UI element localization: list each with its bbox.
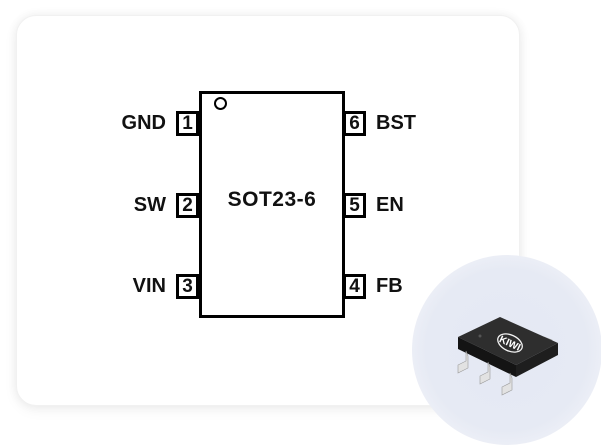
pin-6-number: 6 <box>343 111 366 136</box>
sot23-6-package-image: KIWI <box>457 317 558 396</box>
chip-body <box>199 91 345 318</box>
package-leads-front <box>457 350 513 396</box>
pin-4-name: FB <box>376 275 403 297</box>
pin-6-name: BST <box>376 112 416 134</box>
pin-4-number: 4 <box>343 274 366 299</box>
pin-2-number: 2 <box>176 193 199 218</box>
pin-3-name: VIN <box>132 275 166 297</box>
pin1-marker-icon <box>214 97 227 110</box>
pin-2-name: SW <box>133 194 166 216</box>
package-name: SOT23-6 <box>227 188 317 211</box>
pin-5-name: EN <box>376 194 404 216</box>
pin-1-name: GND <box>121 112 166 134</box>
package-pin1-dot <box>478 334 482 338</box>
pin-5-number: 5 <box>343 193 366 218</box>
pin-3-number: 3 <box>176 274 199 299</box>
package-body <box>458 317 558 377</box>
pin-1-number: 1 <box>176 111 199 136</box>
